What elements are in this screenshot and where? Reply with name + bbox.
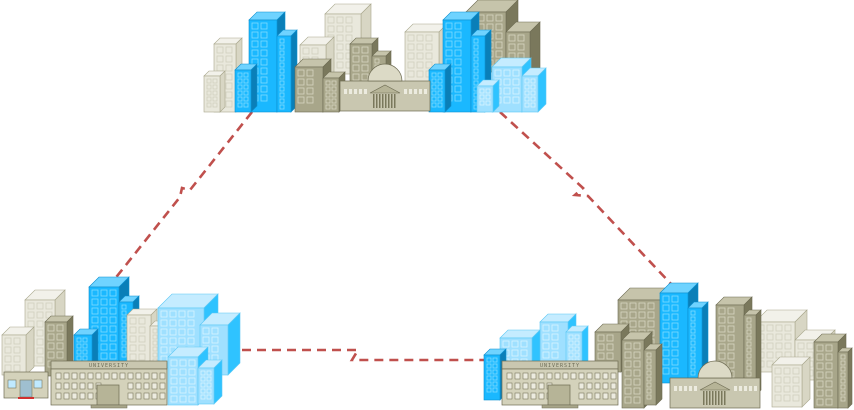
building-icon (276, 29, 298, 113)
building-icon (234, 63, 258, 113)
building-icon (771, 356, 811, 408)
link-top-to-bottom-right (499, 111, 673, 286)
building-icon (643, 343, 663, 406)
building-icon (687, 301, 709, 379)
building-icon (521, 67, 547, 113)
city-bottom-left-cluster: UNIVERSITY (1, 276, 241, 409)
domed-building-icon (669, 360, 761, 409)
university-sign: UNIVERSITY (540, 363, 580, 369)
building-icon (476, 79, 500, 113)
city-top-cluster (203, 0, 547, 113)
building-icon (197, 359, 223, 405)
building-icon (294, 58, 332, 113)
link-top-to-bottom-left (108, 111, 254, 286)
building-icon (428, 63, 452, 113)
city-bottom-right-cluster: UNIVERSITY (483, 282, 853, 409)
small-shop-icon (3, 371, 49, 399)
university-sign: UNIVERSITY (89, 363, 129, 369)
link-bottom-left-to-bottom-right (242, 348, 500, 362)
building-icon (203, 70, 226, 113)
building-icon (837, 347, 853, 409)
university-building-icon: UNIVERSITY (50, 360, 168, 409)
domed-building-icon (339, 63, 431, 112)
building-icon (1, 326, 35, 376)
university-building-icon: UNIVERSITY (501, 360, 619, 409)
